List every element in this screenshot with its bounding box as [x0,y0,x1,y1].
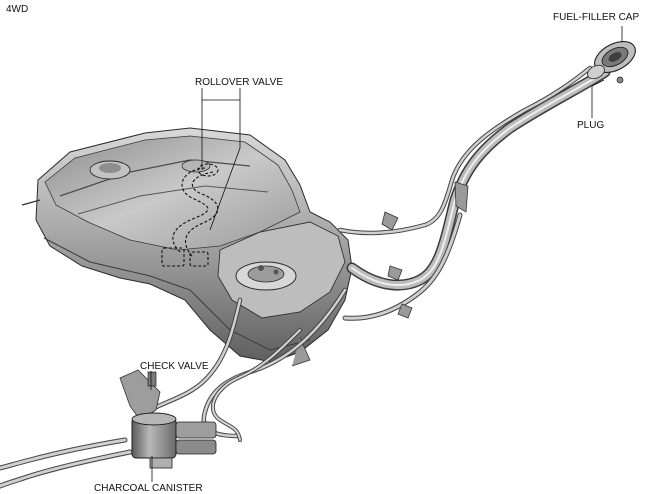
callout-fuel-filler-cap: FUEL-FILLER CAP [553,12,639,23]
fuel-filler-cap [587,41,636,80]
callout-plug: PLUG [577,120,604,131]
callout-rollover-valve: ROLLOVER VALVE [195,77,283,88]
filler-pipe [337,65,611,321]
callout-check-valve: CHECK VALVE [140,361,209,372]
callout-charcoal-canister: CHARCOAL CANISTER [94,483,203,494]
charcoal-canister [131,412,217,469]
fuel-tank [21,127,353,367]
tank-lower-edge [43,237,311,351]
check-valve [119,369,161,421]
tank-rib [59,159,251,197]
plug [616,76,624,84]
leader-lines [150,26,623,482]
variant-label: 4WD [6,4,28,15]
tank-rib [77,185,269,215]
pipe-brackets [381,181,469,319]
